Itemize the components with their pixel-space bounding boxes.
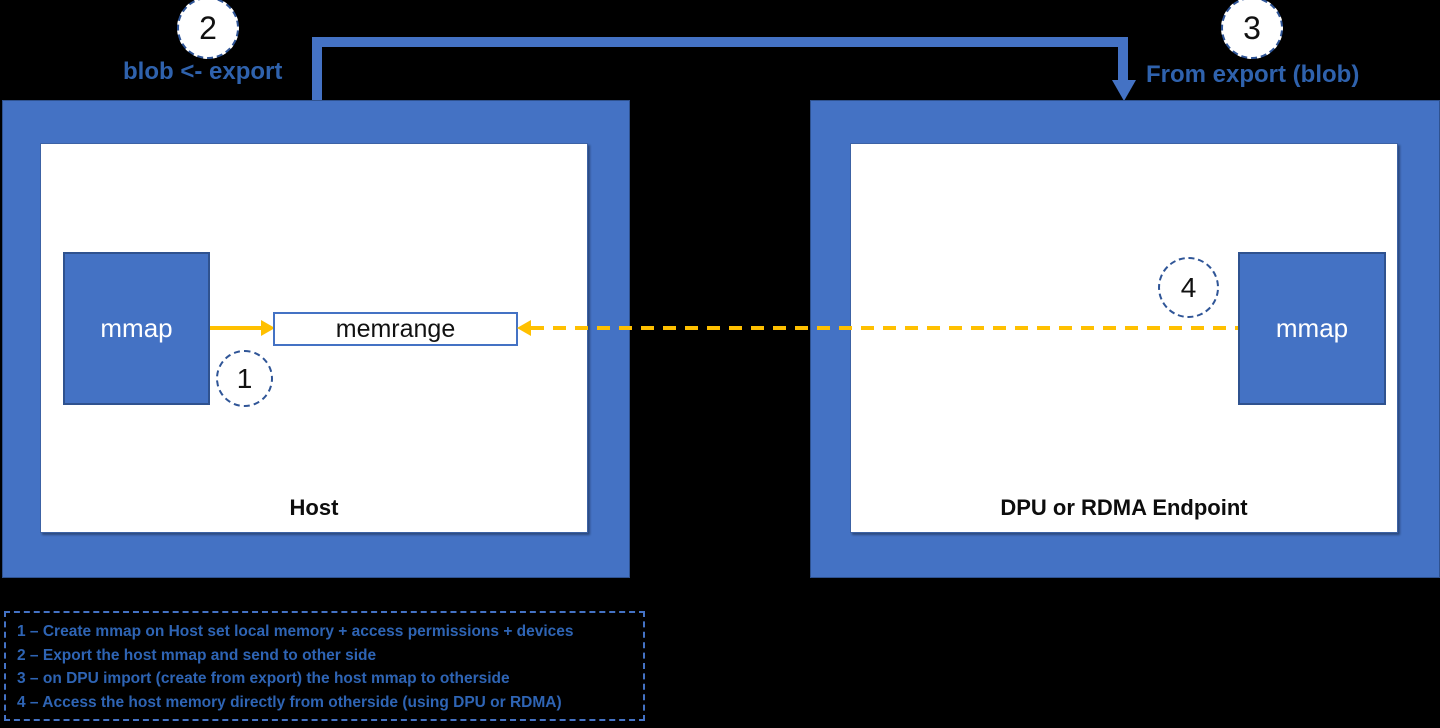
host-mmap-block: mmap [63, 252, 210, 405]
step-4-badge: 4 [1158, 257, 1219, 318]
legend-item-1: 1 – Create mmap on Host set local memory… [17, 623, 574, 640]
host-mmap-label: mmap [100, 313, 173, 343]
step-2-badge: 2 [177, 0, 239, 59]
export-arrow-shaft [1118, 47, 1128, 82]
export-arrow-down-arrowhead-icon [1112, 80, 1136, 101]
legend-item-4: 4 – Access the host memory directly from… [17, 693, 562, 711]
dpu-mmap-label: mmap [1275, 313, 1349, 343]
export-arrow-start-segment [312, 37, 322, 101]
step-2-label: blob <- export [123, 58, 283, 85]
mmap-to-memrange-arrowhead-icon [261, 320, 275, 336]
memrange-label: memrange [335, 314, 456, 343]
step-4-number: 4 [1180, 271, 1197, 303]
mmap-to-memrange-arrow [210, 326, 262, 330]
legend-item-3: 3 – on DPU import (create from export) t… [17, 670, 510, 687]
legend-box: 1 – Create mmap on Host set local memory… [4, 611, 645, 721]
memrange-block: memrange [273, 312, 518, 346]
step-2-number: 2 [199, 9, 217, 46]
export-arrow-horizontal-segment [312, 37, 1128, 47]
remote-access-dashed-arrow [531, 326, 1238, 330]
step-3-badge: 3 [1221, 0, 1283, 59]
legend-item-2: 2 – Export the host mmap and send to oth… [17, 646, 377, 664]
step-3-label: From export (blob) [1146, 61, 1360, 88]
step-1-number: 1 [236, 362, 253, 394]
dpu-title: DPU or RDMA Endpoint [1000, 495, 1248, 520]
host-title: Host [289, 495, 339, 520]
remote-access-arrowhead-icon [517, 320, 531, 336]
dpu-mmap-block: mmap [1238, 252, 1386, 405]
step-3-number: 3 [1243, 9, 1261, 46]
step-1-badge: 1 [216, 350, 273, 407]
